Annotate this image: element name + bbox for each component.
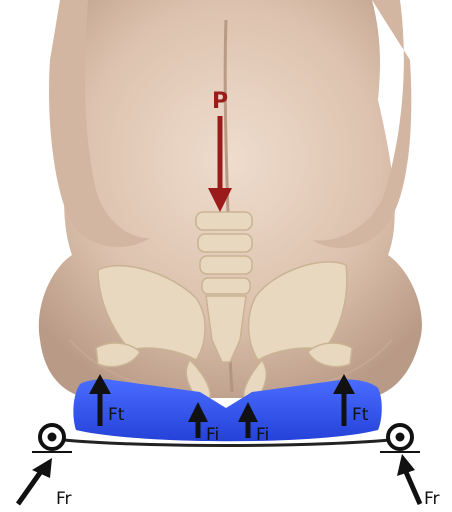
load-label: P [212,89,228,114]
vertebra [202,278,250,294]
diagonal-arrow-head [397,454,415,476]
ischial-force-label-left: Fi [206,425,219,445]
tissue-force-label-left: Ft [108,405,125,425]
ischial-force-label-right: Fi [256,425,269,445]
left-support [32,425,72,452]
vertebra [196,212,252,230]
diagonal-arrow-head [32,458,52,478]
reaction-force-label-right: Fr [424,489,440,509]
diagonal-arrow-icon [406,472,420,504]
right-support [380,425,420,452]
roller-hub [48,433,57,442]
vertebra [198,234,252,252]
tissue-force-label-right: Ft [352,405,369,425]
reaction-force-label-left: Fr [56,489,72,509]
vertebra [200,256,252,274]
reaction-force-right: Fr [397,454,440,509]
reaction-force-left: Fr [18,458,72,509]
roller-hub [396,433,405,442]
diagonal-arrow-icon [18,470,42,504]
